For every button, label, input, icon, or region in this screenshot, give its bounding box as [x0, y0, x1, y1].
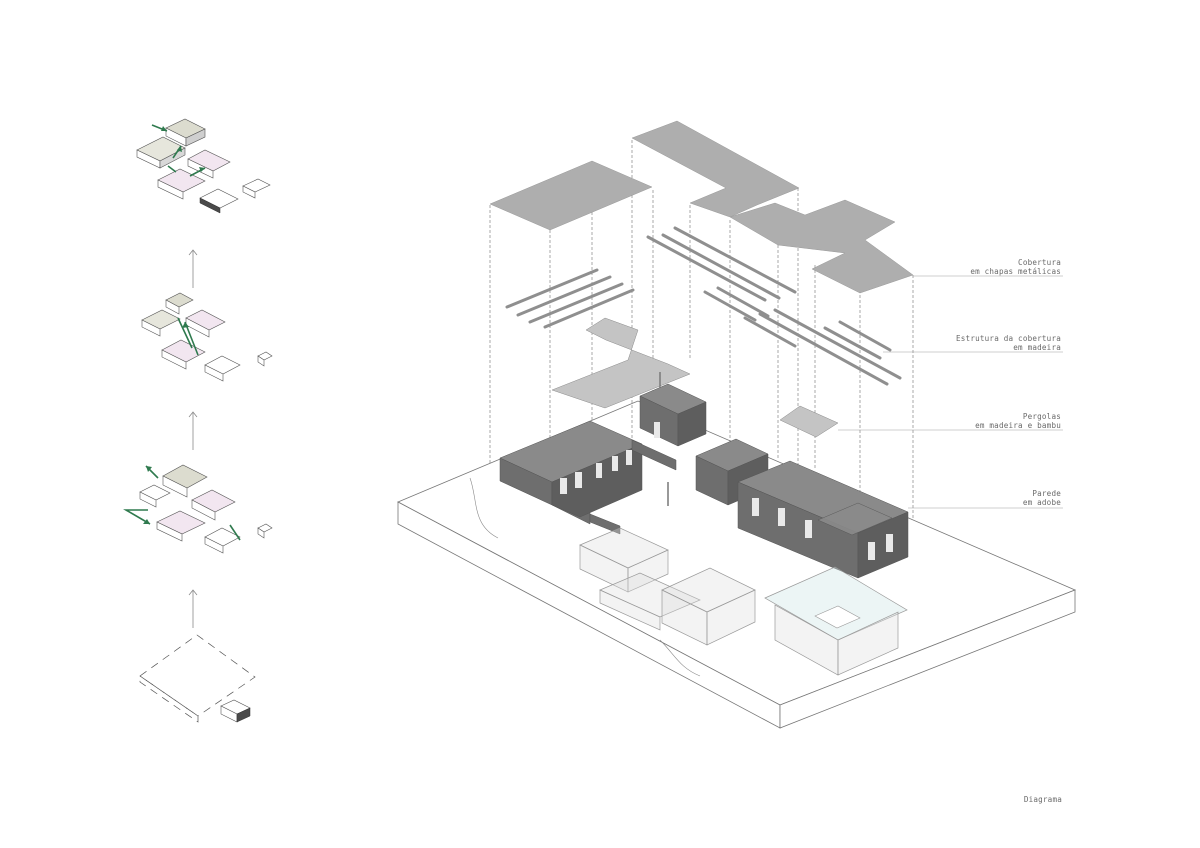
label-cobertura-material: em chapas metálicas [970, 267, 1061, 276]
process-sequence [123, 118, 273, 723]
step-2-cluster [141, 292, 273, 382]
roof-sheets [489, 120, 914, 294]
label-pergolas-material: em madeira e bambu [975, 421, 1061, 430]
leader-lines [838, 275, 1063, 509]
step-3-cluster [123, 464, 273, 554]
diagram-caption: Diagrama [1024, 795, 1062, 804]
pergolas [551, 317, 839, 506]
label-estrutura-material: em madeira [1013, 343, 1061, 352]
roof-sheet-right [729, 199, 914, 294]
adobe-walls [499, 383, 909, 579]
roof-sheet-center [631, 120, 800, 218]
step-1-cluster [136, 118, 271, 214]
label-pergolas-title: Pergolas [1023, 412, 1061, 421]
exploded-axonometric [397, 120, 1077, 729]
layer-labels: Cobertura em chapas metálicas Estrutura … [956, 258, 1062, 804]
label-parede-material: em adobe [1023, 498, 1061, 507]
roof-sheet-left [489, 160, 653, 231]
label-estrutura-title: Estrutura da cobertura [956, 334, 1061, 343]
label-cobertura-title: Cobertura [1018, 258, 1061, 267]
existing-structures [579, 527, 908, 676]
label-parede-title: Parede [1032, 489, 1061, 498]
roof-beams [505, 226, 902, 386]
step-4-site [139, 634, 256, 723]
